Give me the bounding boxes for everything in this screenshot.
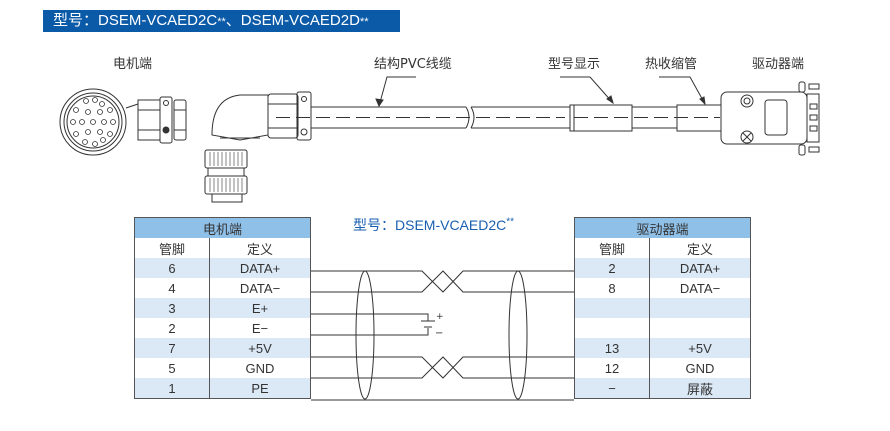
pin-cell: 2 xyxy=(574,258,650,278)
table-row: 13+5V xyxy=(574,338,751,358)
battery-wires xyxy=(311,313,435,336)
def-cell xyxy=(649,298,751,318)
table-row xyxy=(574,318,751,338)
pin-cell: 2 xyxy=(134,318,210,338)
pin-cell: 12 xyxy=(574,358,650,378)
callout-heat-shrink: 热收缩管 xyxy=(645,57,698,72)
table-row: 7+5V xyxy=(134,338,311,358)
def-cell: E+ xyxy=(209,298,311,318)
callout-cable: 结构PVC线缆 xyxy=(374,57,452,72)
wiring-model-stars: ** xyxy=(506,216,515,228)
wiring-model-label: 型号：DSEM-VCAED2C** xyxy=(353,215,514,235)
pin-cell: 7 xyxy=(134,338,210,358)
elbow-connector xyxy=(204,91,312,203)
model-display-sleeve xyxy=(569,104,720,132)
def-cell: GND xyxy=(245,360,275,376)
table-row xyxy=(574,298,751,318)
table-row: 12 GND xyxy=(574,358,751,378)
def-cell: +5V xyxy=(649,338,751,358)
pin-cell: 5 xyxy=(134,358,210,378)
twisted-pair-data xyxy=(311,270,574,293)
table-row: 8 DATA− xyxy=(574,278,751,298)
shield-ring-right xyxy=(508,270,528,400)
def-cell: GND xyxy=(685,360,715,376)
def-cell: PE xyxy=(209,378,311,399)
model-title-prefix: 型号：DSEM-VCAED2C xyxy=(53,12,218,29)
def-cell: +5V xyxy=(209,338,311,358)
cable-assembly-drawing xyxy=(59,76,820,203)
driver-connector-db xyxy=(720,81,820,156)
table-row: 5 GND xyxy=(134,358,311,378)
driver-table-title: 驱动器端 xyxy=(574,217,751,238)
wiring-model-text: 型号：DSEM-VCAED2C xyxy=(353,217,507,233)
callout-motor-end: 电机端 xyxy=(113,57,153,72)
battery-minus-sign: − xyxy=(435,328,443,339)
pin-cell: − xyxy=(574,378,650,399)
model-title-bar: 型号：DSEM-VCAED2C**、DSEM-VCAED2D** xyxy=(43,10,400,32)
def-cell: DATA− xyxy=(239,280,281,296)
pin-cell xyxy=(574,298,650,318)
pin-cell xyxy=(574,318,650,338)
battery-plus-sign: + xyxy=(436,312,444,322)
table-row: −屏蔽 xyxy=(574,378,751,399)
pin-cell: 13 xyxy=(574,338,650,358)
def-cell: 屏蔽 xyxy=(649,378,751,399)
def-cell: DATA− xyxy=(679,280,721,296)
pin-cell: 4 xyxy=(134,278,210,298)
pvc-cable xyxy=(276,106,570,129)
pin-cell: 1 xyxy=(134,378,210,399)
twisted-pair-power xyxy=(311,356,574,379)
col-header-pin: 管脚 xyxy=(574,238,650,258)
model-title-stars-2: ** xyxy=(359,16,369,28)
col-header-def: 定义 xyxy=(246,241,273,257)
pin-cell: 3 xyxy=(134,298,210,318)
def-cell: DATA+ xyxy=(649,258,751,278)
model-title-second: 、DSEM-VCAED2D xyxy=(225,12,360,29)
col-header-def: 定义 xyxy=(686,241,713,257)
callout-model-display: 型号显示 xyxy=(548,57,601,72)
motor-connector-side xyxy=(125,96,187,144)
table-row: 2 E− xyxy=(134,318,311,338)
def-cell: DATA+ xyxy=(209,258,311,278)
pin-cell: 6 xyxy=(134,258,210,278)
col-header-pin: 管脚 xyxy=(134,238,210,258)
motor-connector-face xyxy=(59,88,127,156)
def-cell: E− xyxy=(251,320,269,336)
shield-ring-left xyxy=(355,270,375,400)
table-row: 4 DATA− xyxy=(134,278,311,298)
pin-cell: 8 xyxy=(574,278,650,298)
motor-table-title: 电机端 xyxy=(134,217,311,238)
model-title-stars: ** xyxy=(217,16,226,28)
callout-driver-end: 驱动器端 xyxy=(752,57,805,72)
callout-leaders xyxy=(375,76,706,108)
